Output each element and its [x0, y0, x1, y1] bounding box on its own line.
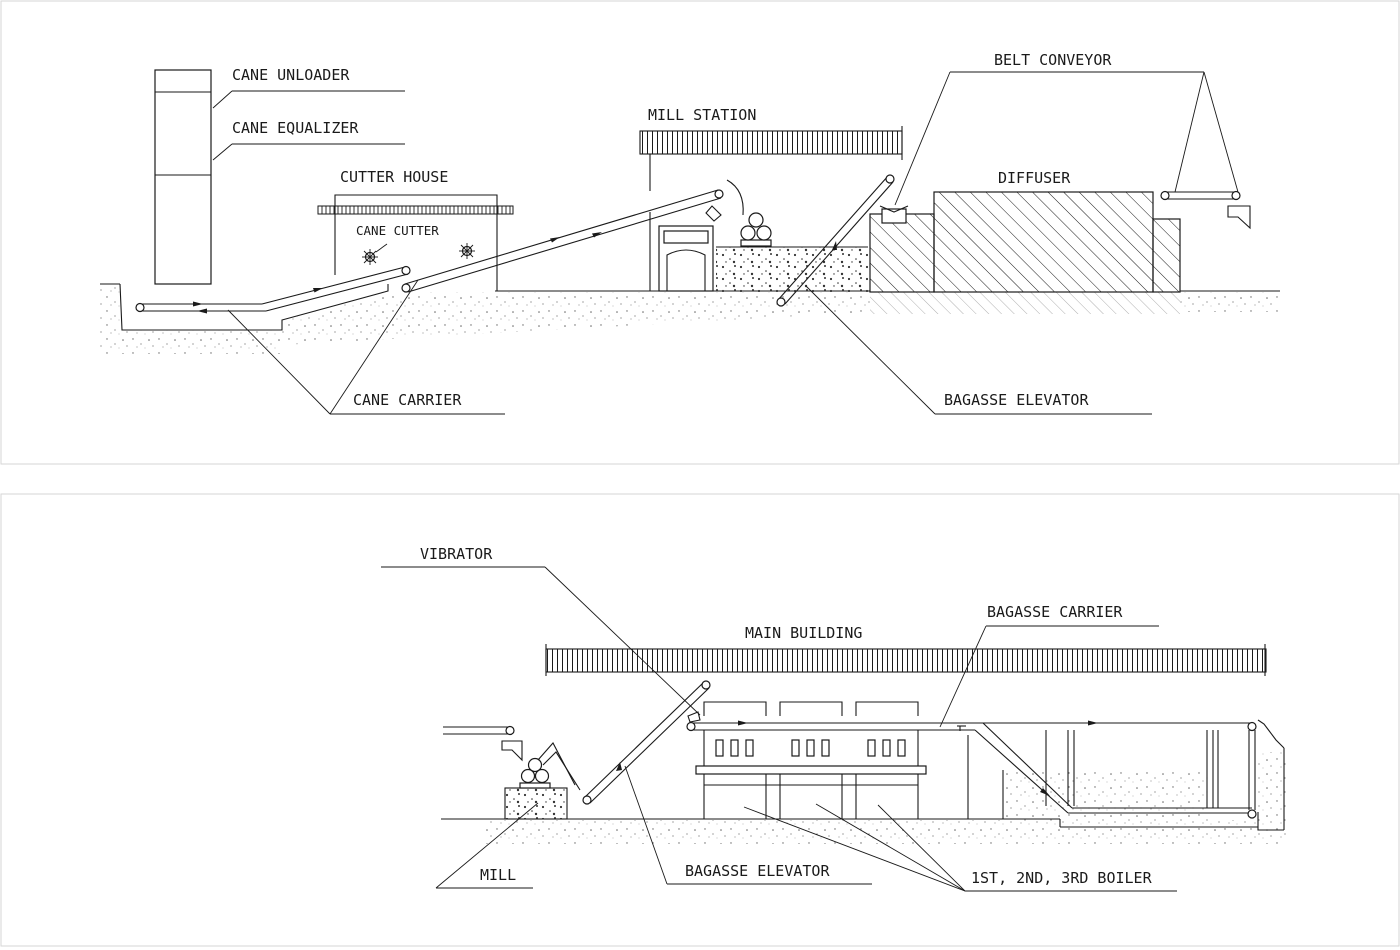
label-diffuser: DIFFUSER — [998, 169, 1071, 187]
cane-carrier-conveyor — [135, 265, 411, 314]
label-vibrator: VIBRATOR — [420, 545, 493, 563]
top-ground — [100, 283, 1280, 354]
label-mill: MILL — [480, 866, 516, 884]
label-cutter-house: CUTTER HOUSE — [340, 168, 448, 186]
label-main-building: MAIN BUILDING — [745, 624, 862, 642]
bagasse-carrier-line — [686, 719, 1285, 831]
bagasse-elevator-top — [776, 174, 895, 307]
boiler-windows — [715, 739, 906, 757]
label-bagasse-elevator-top: BAGASSE ELEVATOR — [944, 391, 1089, 409]
mill-station — [639, 126, 903, 292]
label-cane-cutter: CANE CUTTER — [356, 223, 439, 238]
bottom-ground — [441, 752, 1286, 844]
boilers — [695, 701, 927, 819]
mill-bottom — [443, 725, 581, 820]
top-leader-lines — [212, 71, 1239, 415]
bottom-leader-lines — [381, 566, 1177, 892]
main-building — [545, 644, 1267, 676]
label-bagasse-carrier: BAGASSE CARRIER — [987, 603, 1123, 621]
cane-cutter-icon — [362, 243, 475, 265]
mill-feed-carrier — [401, 189, 724, 293]
label-belt-conveyor: BELT CONVEYOR — [994, 51, 1112, 69]
top-panel: CANE UNLOADER CANE EQUALIZER CUTTER HOUS… — [0, 0, 1400, 465]
cutter-house — [317, 194, 514, 291]
label-mill-station: MILL STATION — [648, 106, 756, 124]
label-bagasse-elevator-bottom: BAGASSE ELEVATOR — [685, 862, 830, 880]
carrier-pit — [119, 283, 389, 331]
belt-conveyor-right — [1160, 190, 1251, 230]
bottom-panel: VIBRATOR MAIN BUILDING BAGASSE CARRIER M… — [0, 493, 1400, 947]
label-cane-equalizer: CANE EQUALIZER — [232, 119, 359, 137]
building-columns — [967, 730, 1258, 828]
bagasse-elevator-bottom — [582, 680, 711, 805]
diffuser — [869, 191, 1181, 293]
label-boilers: 1ST, 2ND, 3RD BOILER — [971, 869, 1153, 887]
cane-unloader-tower — [154, 69, 212, 285]
label-cane-unloader: CANE UNLOADER — [232, 66, 350, 84]
label-cane-carrier: CANE CARRIER — [353, 391, 462, 409]
